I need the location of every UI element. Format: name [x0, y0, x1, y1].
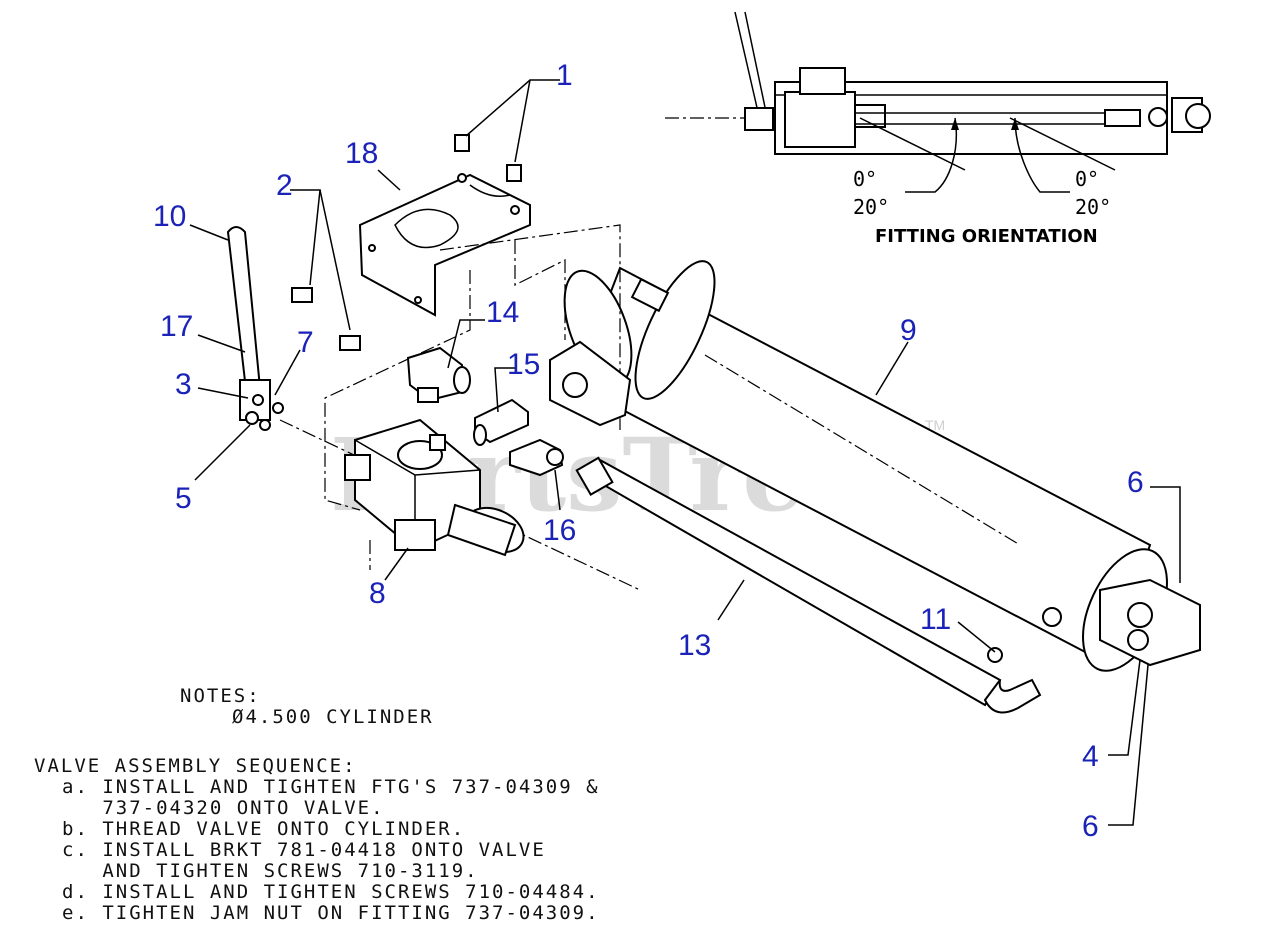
callout-7[interactable]: 7 [297, 326, 314, 359]
handle-assembly [226, 226, 284, 431]
notes-cylinder: Ø4.500 CYLINDER [232, 706, 434, 728]
callout-17[interactable]: 17 [160, 310, 193, 343]
notes-heading: NOTES: [180, 685, 261, 707]
callout-16[interactable]: 16 [543, 514, 576, 547]
callout-11[interactable]: 11 [920, 603, 951, 636]
callout-14[interactable]: 14 [486, 296, 519, 329]
callout-6-top[interactable]: 6 [1127, 466, 1144, 499]
sequence-step: AND TIGHTEN SCREWS 710-3119. [62, 860, 479, 882]
hose-part-13 [575, 456, 1042, 714]
sequence-step: 737-04320 ONTO VALVE. [62, 797, 385, 819]
fitting-orientation-inset: 0° 20° 0° 20° FITTING ORIENTATION [665, 11, 1211, 247]
callout-3[interactable]: 3 [175, 368, 192, 401]
callout-10[interactable]: 10 [153, 200, 186, 233]
fitting-part-15 [473, 398, 529, 446]
cylinder-mount [549, 340, 632, 427]
assembly-centerlines [279, 224, 641, 591]
callout-18[interactable]: 18 [345, 137, 378, 170]
callout-6-bottom[interactable]: 6 [1082, 810, 1099, 843]
callout-4[interactable]: 4 [1082, 740, 1099, 773]
sequence-step: c. INSTALL BRKT 781-04418 ONTO VALVE [62, 839, 546, 861]
callout-2[interactable]: 2 [276, 169, 293, 202]
callout-8[interactable]: 8 [369, 577, 386, 610]
callout-numbers: 1 2 18 10 17 7 3 5 14 15 16 8 9 13 11 6 … [153, 59, 1144, 843]
callout-9[interactable]: 9 [900, 314, 917, 347]
fo-right-0: 0° [1075, 167, 1099, 191]
leader-lines [189, 79, 1181, 826]
fitting-orientation-title: FITTING ORIENTATION [875, 226, 1098, 247]
callout-5[interactable]: 5 [175, 482, 192, 515]
callout-13[interactable]: 13 [678, 629, 711, 662]
callout-1[interactable]: 1 [556, 59, 573, 92]
fo-left-20: 20° [853, 195, 889, 219]
sequence-step: b. THREAD VALVE ONTO CYLINDER. [62, 818, 466, 840]
callout-15[interactable]: 15 [507, 348, 540, 381]
fitting-part-16 [509, 438, 564, 477]
fo-right-20: 20° [1075, 195, 1111, 219]
sequence-step: e. TIGHTEN JAM NUT ON FITTING 737-04309. [62, 902, 600, 924]
sequence-heading: VALVE ASSEMBLY SEQUENCE: [34, 755, 357, 777]
fitting-part-14 [406, 346, 471, 403]
bracket-part-18 [358, 173, 531, 317]
sequence-step: d. INSTALL AND TIGHTEN SCREWS 710-04484. [62, 881, 600, 903]
sequence-step: a. INSTALL AND TIGHTEN FTG'S 737-04309 & [62, 776, 600, 798]
fo-left-0: 0° [853, 167, 877, 191]
cylinder-part-9 [563, 260, 1201, 672]
valve-part-8 [344, 418, 525, 557]
screws [291, 134, 522, 351]
sequence-steps: a. INSTALL AND TIGHTEN FTG'S 737-04309 &… [62, 777, 600, 924]
